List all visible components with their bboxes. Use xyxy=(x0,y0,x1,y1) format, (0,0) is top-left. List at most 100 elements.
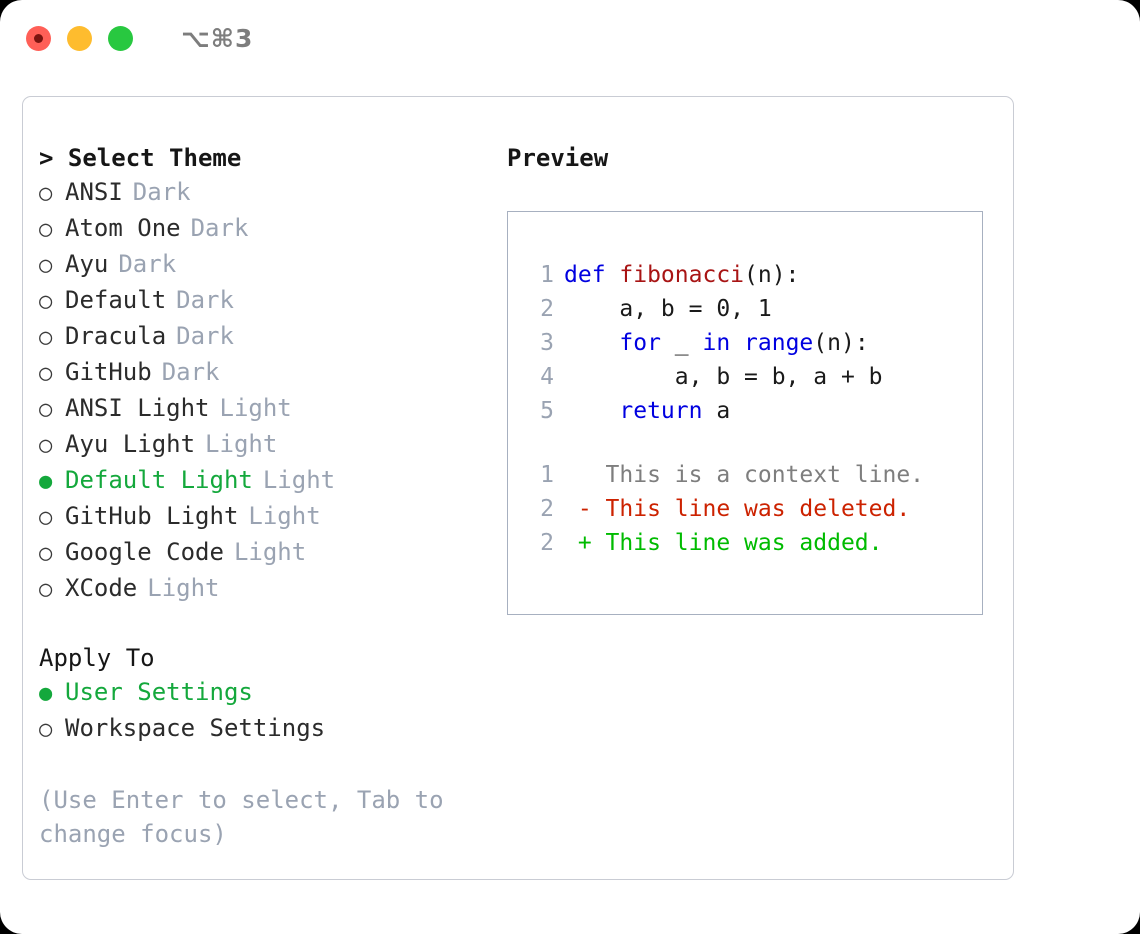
theme-item-2[interactable]: ○ Ayu Dark xyxy=(39,247,507,283)
apply-to-header: Apply To xyxy=(39,644,155,672)
radio-selected-icon: ● xyxy=(39,469,53,494)
theme-variant-tag: Light xyxy=(205,430,278,458)
code-token: a, b = 0, 1 xyxy=(564,296,772,322)
diff-text: + This line was added. xyxy=(564,530,883,556)
theme-variant-tag: Dark xyxy=(190,214,249,242)
section-spacer xyxy=(39,607,507,641)
minimize-button[interactable] xyxy=(67,25,92,51)
code-line: 1 def fibonacci(n): xyxy=(526,258,982,292)
radio-selected-icon: ● xyxy=(39,681,53,706)
theme-item-label: Default xyxy=(65,286,167,314)
theme-item-label: GitHub xyxy=(65,358,152,386)
theme-variant-tag: Dark xyxy=(132,178,191,206)
diff-line: 2 + This line was added. xyxy=(526,526,982,560)
line-number: 2 xyxy=(540,296,554,322)
theme-variant-tag: Dark xyxy=(118,250,177,278)
maximize-button[interactable] xyxy=(108,25,133,51)
radio-unselected-icon: ○ xyxy=(39,541,53,566)
theme-variant-tag: Light xyxy=(233,538,307,566)
radio-unselected-icon: ○ xyxy=(39,217,53,242)
diff-sample: 1 This is a context line.2 - This line w… xyxy=(526,458,982,560)
apply-to-item-0[interactable]: ●User Settings xyxy=(39,675,507,711)
theme-item-label: Ayu xyxy=(65,250,109,278)
keyboard-hint-text: (Use Enter to select, Tab to change focu… xyxy=(39,786,444,848)
diff-line: 1 This is a context line. xyxy=(526,458,982,492)
theme-item-10[interactable]: ○ Google Code Light xyxy=(39,535,507,571)
code-line: 4 a, b = b, a + b xyxy=(526,360,982,394)
theme-item-11[interactable]: ○ XCode Light xyxy=(39,571,507,607)
theme-item-0[interactable]: ○ ANSI Dark xyxy=(39,175,507,211)
theme-item-label: ANSI xyxy=(65,178,123,206)
theme-item-label: Ayu Light xyxy=(65,430,196,458)
code-token: (n): xyxy=(744,262,800,288)
code-token xyxy=(564,398,619,424)
theme-item-3[interactable]: ○ Default Dark xyxy=(39,283,507,319)
code-token: in xyxy=(702,330,745,356)
code-token: for xyxy=(619,330,661,356)
radio-unselected-icon: ○ xyxy=(39,253,53,278)
theme-item-label: ANSI Light xyxy=(65,394,210,422)
theme-item-label: GitHub Light xyxy=(65,502,239,530)
preview-title: Preview xyxy=(507,144,609,172)
theme-item-label: XCode xyxy=(65,574,138,602)
theme-item-8[interactable]: ● Default Light Light xyxy=(39,463,507,499)
line-number: 1 xyxy=(540,262,554,288)
theme-item-1[interactable]: ○ Atom One Dark xyxy=(39,211,507,247)
theme-variant-tag: Light xyxy=(147,574,220,602)
code-token xyxy=(564,330,619,356)
title-bar: ⌥⌘3 xyxy=(0,0,1140,76)
radio-unselected-icon: ○ xyxy=(39,325,53,350)
theme-item-5[interactable]: ○ GitHub Dark xyxy=(39,355,507,391)
close-button[interactable] xyxy=(26,25,51,51)
radio-unselected-icon: ○ xyxy=(39,181,53,206)
theme-variant-tag: Dark xyxy=(161,358,220,386)
radio-unselected-icon: ○ xyxy=(39,433,53,458)
line-number: 4 xyxy=(540,364,554,390)
diff-line: 2 - This line was deleted. xyxy=(526,492,982,526)
code-line: 5 return a xyxy=(526,394,982,428)
code-token: return xyxy=(619,398,703,424)
theme-item-7[interactable]: ○ Ayu Light Light xyxy=(39,427,507,463)
line-number: 1 xyxy=(540,462,554,488)
code-line: 3 for _ in range(n): xyxy=(526,326,982,360)
theme-variant-tag: Light xyxy=(219,394,292,422)
theme-variant-tag: Dark xyxy=(176,322,234,350)
apply-to-list[interactable]: ●User Settings ○ Workspace Settings xyxy=(39,675,507,747)
code-diff-gap xyxy=(526,428,982,458)
theme-variant-tag: Dark xyxy=(176,286,234,314)
theme-item-label: Atom One xyxy=(65,214,181,242)
code-line: 2 a, b = 0, 1 xyxy=(526,292,982,326)
select-theme-header: > Select Theme xyxy=(39,144,242,172)
theme-variant-tag: Light xyxy=(262,466,336,494)
apply-to-item-1[interactable]: ○ Workspace Settings xyxy=(39,711,507,747)
keyboard-shortcut-label: ⌥⌘3 xyxy=(181,23,254,53)
apply-to-item-label: Workspace Settings xyxy=(65,714,326,742)
radio-unselected-icon: ○ xyxy=(39,397,53,422)
code-token: a, b = b, a + b xyxy=(564,364,883,390)
theme-item-label: Google Code xyxy=(65,538,224,566)
code-token: def xyxy=(564,262,620,288)
line-number: 2 xyxy=(540,530,554,556)
line-number: 3 xyxy=(540,330,554,356)
theme-item-label: Dracula xyxy=(65,322,167,350)
code-token: _ xyxy=(660,330,703,356)
diff-text: - This line was deleted. xyxy=(564,496,911,522)
line-number: 2 xyxy=(540,496,554,522)
radio-unselected-icon: ○ xyxy=(39,289,53,314)
theme-item-6[interactable]: ○ ANSI Light Light xyxy=(39,391,507,427)
radio-unselected-icon: ○ xyxy=(39,577,53,602)
code-token: fibonacci xyxy=(619,262,745,288)
radio-unselected-icon: ○ xyxy=(39,361,53,386)
radio-unselected-icon: ○ xyxy=(39,717,53,742)
radio-unselected-icon: ○ xyxy=(39,505,53,530)
code-token: range xyxy=(744,330,814,356)
theme-item-label: Default Light xyxy=(65,466,253,494)
theme-item-4[interactable]: ○ Dracula Dark xyxy=(39,319,507,355)
